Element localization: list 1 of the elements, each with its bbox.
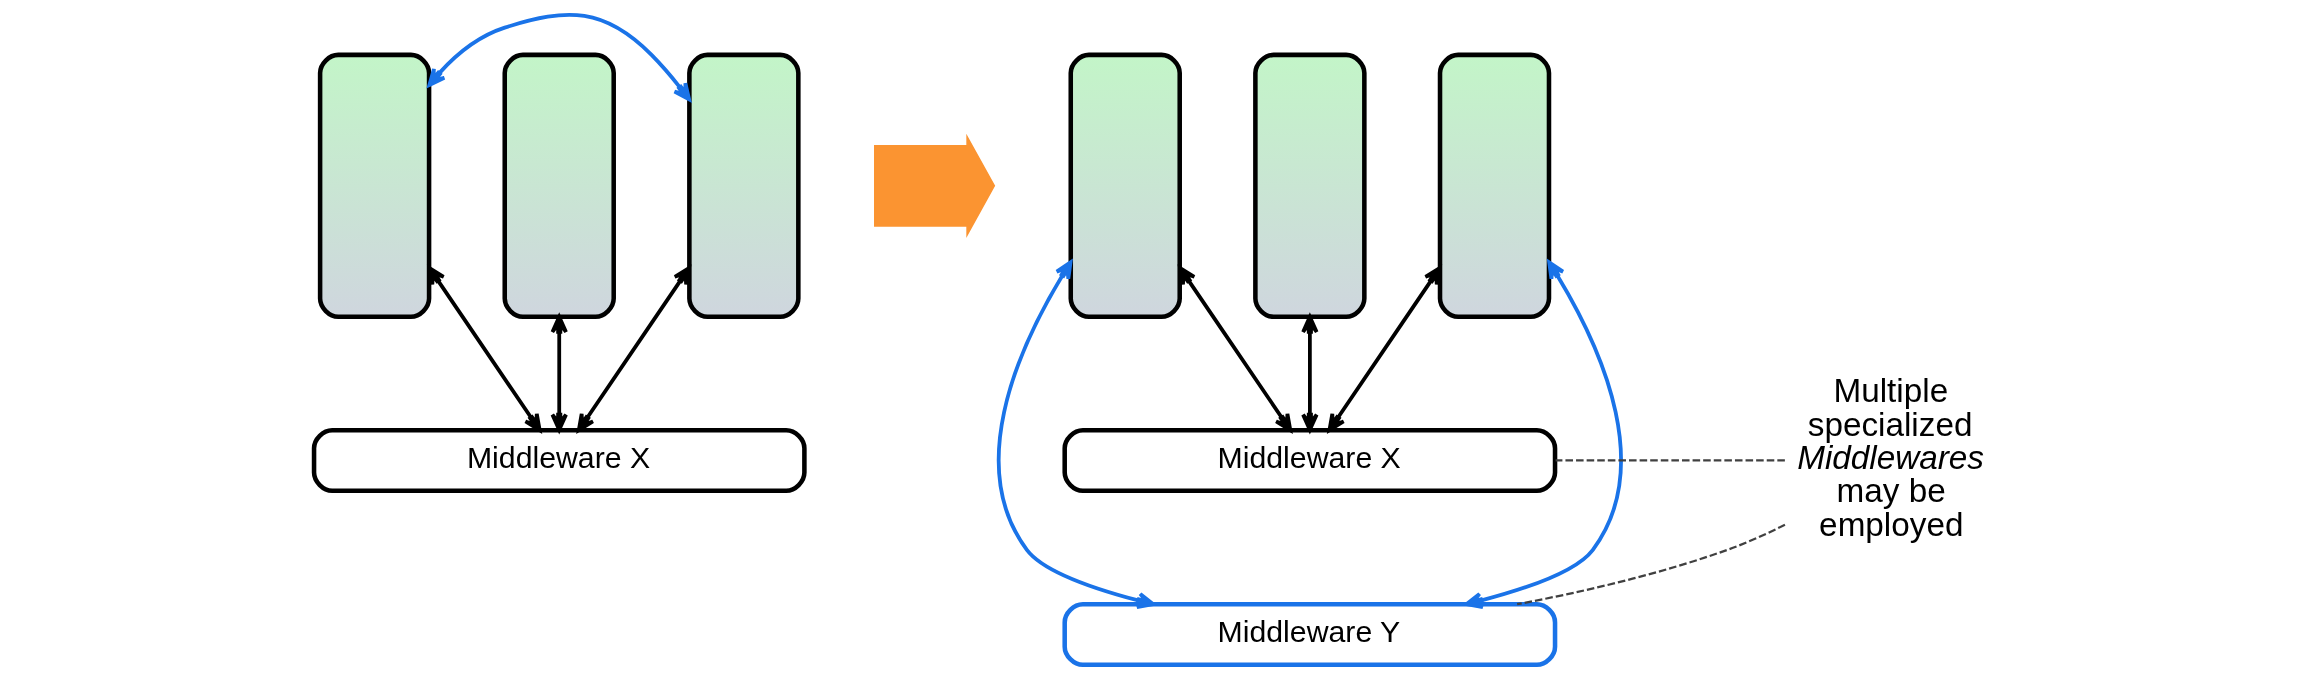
node-text: Multiple specialized Middlewares may be employed xyxy=(1796,372,1984,543)
